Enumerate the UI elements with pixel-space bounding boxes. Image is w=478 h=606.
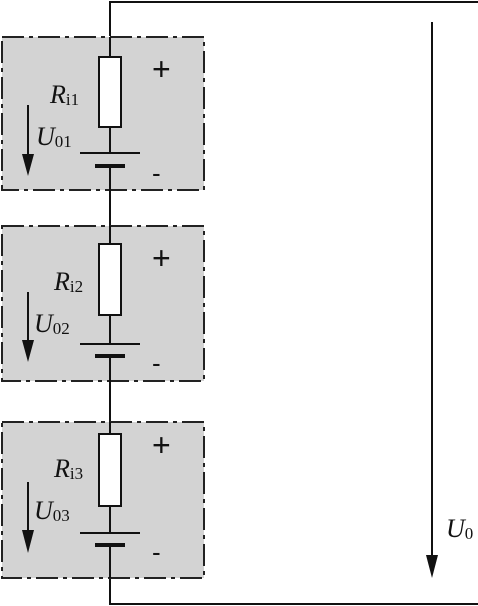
cell-2-plus-sign: + <box>152 240 171 276</box>
cell-1-voltage-arrow-head <box>22 154 34 176</box>
cell-2: Ri2 U02 + - <box>1 225 205 382</box>
resistor-ri3 <box>98 433 122 507</box>
resistor-ri1-label: Ri1 <box>49 80 79 109</box>
resistor-ri2-label: Ri2 <box>53 267 83 296</box>
cell-3: Ri3 U03 + - <box>1 421 205 579</box>
top-wire <box>109 1 478 36</box>
bottom-wire <box>109 578 478 605</box>
resistor-ri2 <box>98 243 122 316</box>
resistor-ri3-label: Ri3 <box>53 454 83 483</box>
outer-wire <box>109 1 478 605</box>
cell-3-minus-sign: - <box>152 537 161 567</box>
cell-3-plus-sign: + <box>152 427 171 463</box>
cell-1: Ri1 U01 + - <box>1 36 205 191</box>
voltage-u03-label: U03 <box>34 496 70 525</box>
cell-2-minus-sign: - <box>152 348 161 378</box>
cell-3-voltage-arrow-head <box>22 530 34 553</box>
cell-1-minus-sign: - <box>152 158 161 188</box>
cell-1-plus-sign: + <box>152 51 171 87</box>
voltage-u02-label: U02 <box>34 309 70 338</box>
total-voltage-label: U0 <box>446 514 473 543</box>
voltage-u01-label: U01 <box>36 122 72 151</box>
resistor-ri1 <box>98 56 122 128</box>
total-voltage-arrow-head <box>426 555 438 578</box>
cell-2-voltage-arrow-head <box>22 340 34 362</box>
